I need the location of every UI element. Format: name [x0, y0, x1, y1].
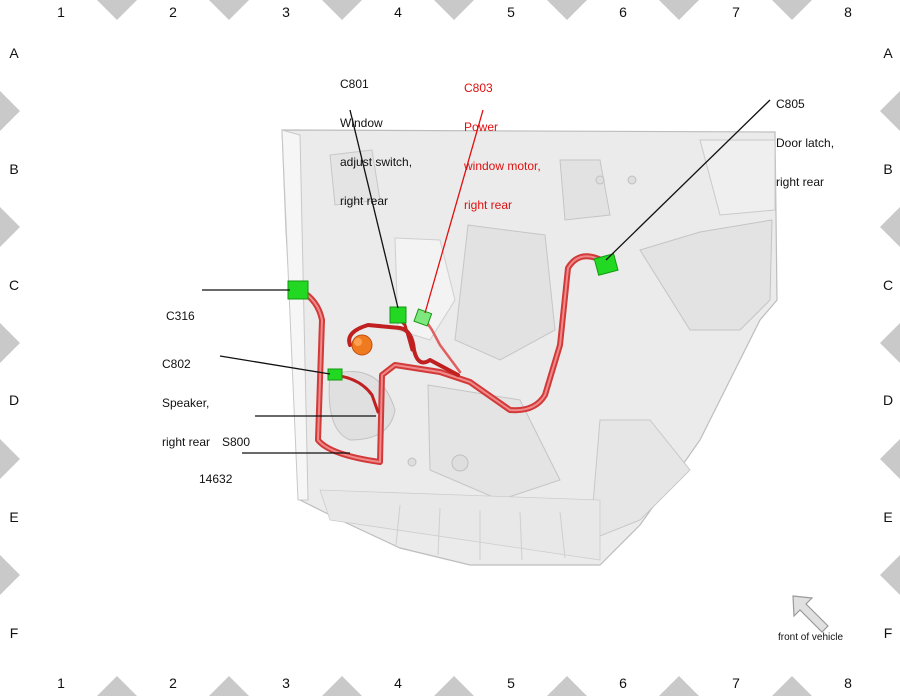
grid-column-label-top-4: 4: [394, 4, 402, 20]
callout-c801-line-2: Window: [340, 116, 383, 130]
grid-column-label-top-6: 6: [619, 4, 627, 20]
grid-marker-top-2: [209, 0, 249, 20]
callout-c805-line-2: Door latch,: [776, 136, 835, 150]
grid-marker-left-4: [0, 439, 20, 479]
callout-c803-line-4: right rear: [464, 198, 513, 212]
grid-marker-right-3: [880, 323, 900, 363]
grid-column-label-bottom-5: 5: [507, 675, 515, 691]
grid-marker-top-4: [434, 0, 474, 20]
arrow-up-left-icon: [792, 595, 829, 633]
connector-c805: [593, 253, 619, 276]
connector-c802: [327, 368, 343, 381]
grid-column-label-bottom-6: 6: [619, 675, 627, 691]
leader-lines: [202, 99, 771, 454]
grid-column-labels-top: 1 2 3 4 5 6 7 8: [57, 4, 852, 20]
callout-c801-line-1: C801: [340, 77, 369, 91]
grid-row-label-right-A: A: [883, 45, 893, 61]
grid-column-label-bottom-8: 8: [844, 675, 852, 691]
grid-marker-left-2: [0, 207, 20, 247]
connector-c801: [389, 306, 407, 324]
grid-marker-bottom-1: [97, 676, 137, 696]
grid-row-label-left-E: E: [9, 509, 18, 525]
grid-marker-bottom-3: [322, 676, 362, 696]
grid-marker-top-7: [772, 0, 812, 20]
callout-c802-line-3: right rear: [162, 435, 211, 449]
grid-marker-top-3: [322, 0, 362, 20]
grid-marker-bottom-6: [659, 676, 699, 696]
grid-marker-left-1: [0, 91, 20, 131]
grid-column-label-top-3: 3: [282, 4, 290, 20]
grid-column-label-top-7: 7: [732, 4, 740, 20]
callout-c802: C802 Speaker, right rear: [162, 332, 210, 462]
connector-c316: [287, 280, 309, 300]
grid-row-label-left-B: B: [9, 161, 18, 177]
grid-marker-bottom-7: [772, 676, 812, 696]
grid-column-label-top-1: 1: [57, 4, 65, 20]
callout-s800: S800: [222, 410, 250, 462]
grid-marker-bottom-4: [434, 676, 474, 696]
grid-row-label-right-C: C: [883, 277, 893, 293]
grid-row-label-right-B: B: [883, 161, 892, 177]
grid-marker-top-1: [97, 0, 137, 20]
grid-marker-bottom-2: [209, 676, 249, 696]
grid-marker-top-6: [659, 0, 699, 20]
grid-column-labels-bottom: 1 2 3 4 5 6 7 8: [57, 675, 852, 691]
grid-row-label-left-D: D: [9, 392, 19, 408]
callout-c803: C803 Power window motor, right rear: [464, 56, 541, 225]
callout-c803-line-2: Power: [464, 120, 499, 134]
grid-row-label-right-F: F: [884, 625, 893, 641]
grid-marker-bottom-5: [547, 676, 587, 696]
grid-row-labels-left: A B C D E F: [9, 45, 19, 641]
callout-c316: C316: [166, 284, 195, 336]
grid-marker-right-4: [880, 439, 900, 479]
grid-column-label-bottom-2: 2: [169, 675, 177, 691]
callout-c802-line-2: Speaker,: [162, 396, 210, 410]
callout-c803-line-3: window motor,: [464, 159, 541, 173]
door-panel: [281, 129, 778, 566]
callout-14632: 14632: [199, 447, 232, 499]
callout-c805-line-3: right rear: [776, 175, 825, 189]
callout-s800-line-1: S800: [222, 435, 251, 449]
callout-14632-line-1: 14632: [199, 472, 233, 486]
callout-c805-line-1: C805: [776, 97, 805, 111]
grid-row-labels-right: A B C D E F: [883, 45, 893, 641]
grid-column-label-bottom-3: 3: [282, 675, 290, 691]
grid-column-label-bottom-1: 1: [57, 675, 65, 691]
grid-row-label-left-F: F: [10, 625, 19, 641]
callout-c805: C805 Door latch, right rear: [776, 72, 834, 202]
grid-column-label-top-2: 2: [169, 4, 177, 20]
front-of-vehicle-caption: front of vehicle: [778, 632, 844, 643]
callout-c801-line-3: adjust switch,: [340, 155, 413, 169]
grid-column-label-bottom-7: 7: [732, 675, 740, 691]
grid-marker-left-3: [0, 323, 20, 363]
grid-column-label-top-5: 5: [507, 4, 515, 20]
callout-c801-line-4: right rear: [340, 194, 389, 208]
grid-row-label-left-A: A: [9, 45, 19, 61]
grid-marker-top-5: [547, 0, 587, 20]
grid-marker-right-2: [880, 207, 900, 247]
callout-c316-line-1: C316: [166, 309, 195, 323]
callout-c801: C801 Window adjust switch, right rear: [340, 52, 412, 221]
callout-c803-line-1: C803: [464, 81, 493, 95]
callout-c802-line-1: C802: [162, 357, 191, 371]
grid-marker-right-5: [880, 555, 900, 595]
grid-marker-right-1: [880, 91, 900, 131]
grid-marker-left-5: [0, 555, 20, 595]
orange-grommet-component: [351, 334, 373, 356]
grid-row-label-right-D: D: [883, 392, 893, 408]
grid-row-label-left-C: C: [9, 277, 19, 293]
grid-row-label-right-E: E: [883, 509, 892, 525]
grid-column-label-top-8: 8: [844, 4, 852, 20]
grid-column-label-bottom-4: 4: [394, 675, 402, 691]
